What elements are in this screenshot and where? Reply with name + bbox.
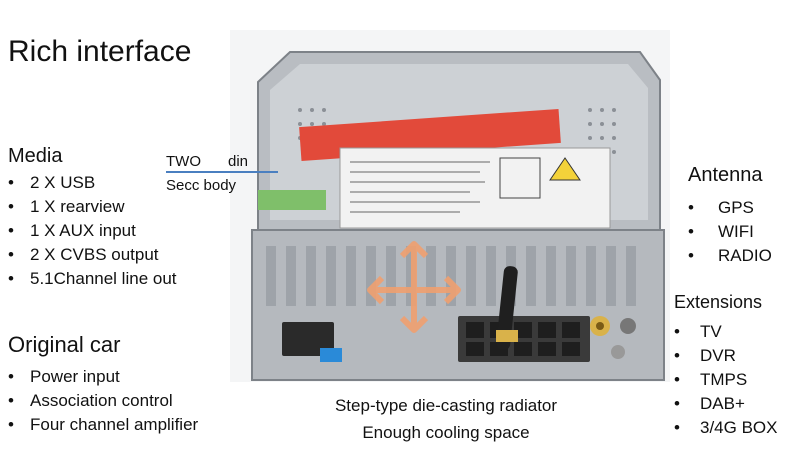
list-item: 1 X rearview: [8, 195, 177, 219]
callout-word-din: din: [228, 153, 249, 170]
media-list: 2 X USB 1 X rearview 1 X AUX input 2 X C…: [8, 171, 177, 291]
list-item: 5.1Channel line out: [8, 267, 177, 291]
list-item: 3/4G BOX: [674, 416, 777, 440]
callout-line: [166, 171, 278, 173]
list-item: GPS: [688, 196, 772, 220]
list-item: Four channel amplifier: [8, 413, 198, 437]
page-title: Rich interface: [8, 35, 192, 68]
list-item: Association control: [8, 389, 198, 413]
list-item: 1 X AUX input: [8, 219, 177, 243]
original-car-list: Power input Association control Four cha…: [8, 365, 198, 437]
extensions-list: TV DVR TMPS DAB+ 3/4G BOX: [674, 320, 777, 440]
list-item: RADIO: [688, 244, 772, 268]
antenna-list: GPS WIFI RADIO: [688, 196, 772, 268]
list-item: 2 X CVBS output: [8, 243, 177, 267]
media-heading: Media: [8, 145, 63, 167]
callout-two-din: TWO din Secc body: [166, 152, 286, 198]
list-item: Power input: [8, 365, 198, 389]
list-item: TV: [674, 320, 777, 344]
product-photo: [230, 30, 670, 382]
original-car-heading: Original car: [8, 332, 121, 357]
caption-line-1: Step-type die-casting radiator: [334, 396, 558, 415]
callout-word-secc-body: Secc body: [166, 177, 237, 194]
list-item: TMPS: [674, 368, 777, 392]
caption-line-2: Enough cooling space: [362, 423, 530, 442]
list-item: DVR: [674, 344, 777, 368]
head-unit-illustration: [251, 51, 665, 381]
extensions-heading: Extensions: [674, 292, 763, 312]
antenna-heading: Antenna: [688, 164, 763, 186]
list-item: 2 X USB: [8, 171, 177, 195]
list-item: WIFI: [688, 220, 772, 244]
list-item: DAB+: [674, 392, 777, 416]
callout-word-two: TWO: [166, 153, 201, 170]
